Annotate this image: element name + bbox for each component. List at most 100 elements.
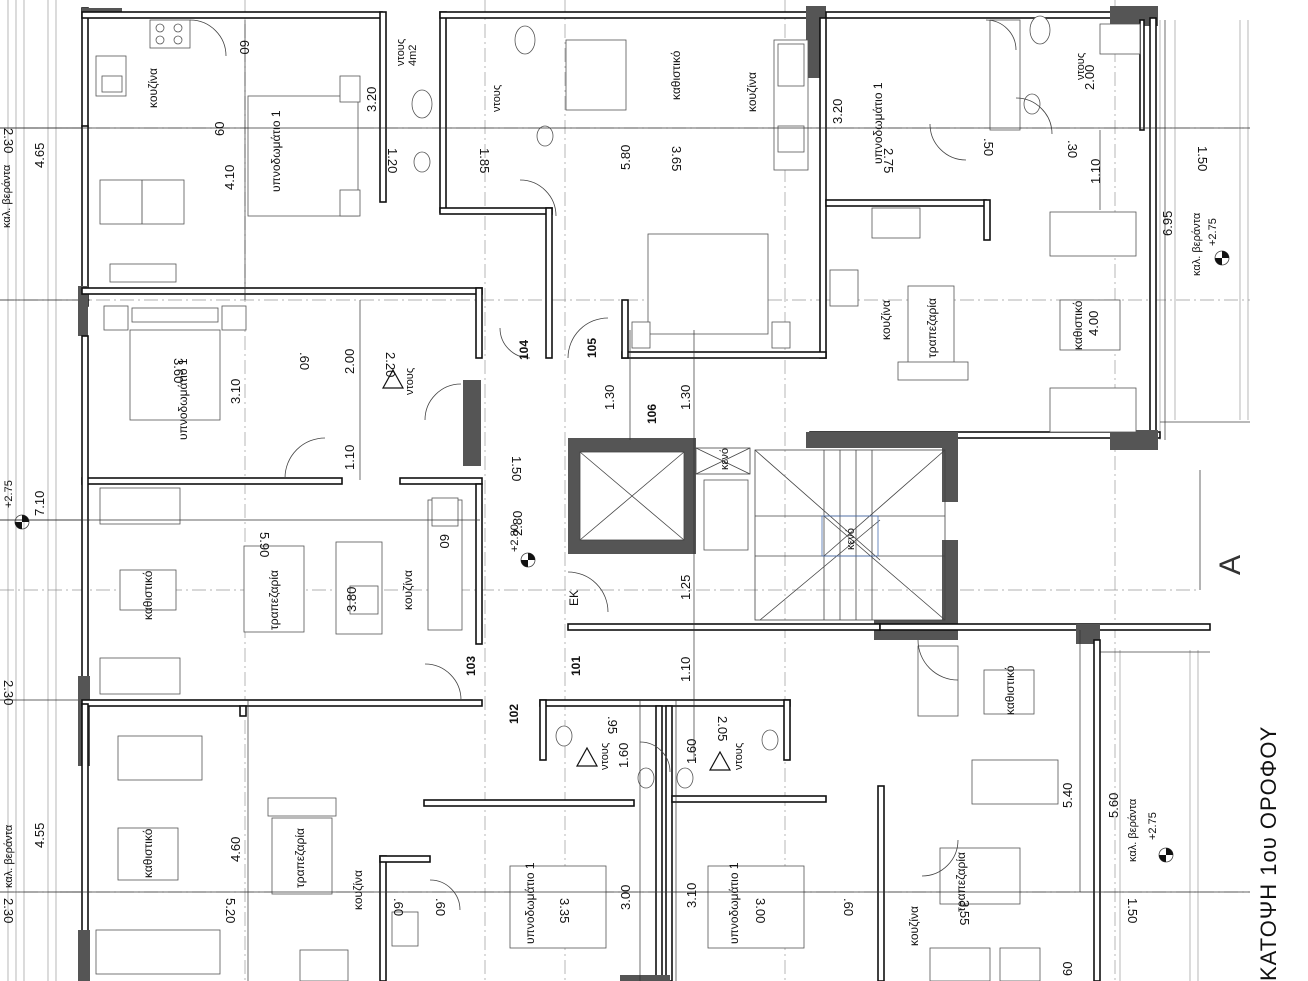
dimension-value: 1.50 xyxy=(1195,146,1210,171)
dimension-value: 3.00 xyxy=(618,885,633,910)
room-label-kitchen: κουζίνα xyxy=(745,72,759,112)
dimension-value: 2.30 xyxy=(1,680,16,705)
room-label-bedroom: υπνοδωμάτιο 1 xyxy=(871,82,885,164)
room-label-living: καθιστικό xyxy=(669,50,683,100)
dimension-value: 3.65 xyxy=(669,146,684,171)
dimension-value: 2.20 xyxy=(383,352,398,377)
door-number: 102 xyxy=(507,704,521,724)
veranda-label: καλ. βεράντα xyxy=(3,824,15,888)
dimension-value: 6.95 xyxy=(1160,211,1175,236)
dimension-value: 1.10 xyxy=(1088,159,1103,184)
room-label-shower: ντους xyxy=(733,743,745,770)
dimension-value: 2.00 xyxy=(342,349,357,374)
dimension-value: 60 xyxy=(237,40,252,54)
door-numbers: 101 102 103 104 105 106 ΕΚ xyxy=(464,338,659,724)
lift-shaft xyxy=(579,447,751,541)
room-label-dining: τραπεζαρία xyxy=(954,852,968,912)
dimension-value: 1.30 xyxy=(678,385,693,410)
room-label-shower: ντους xyxy=(599,743,611,770)
room-label-dining: τραπεζαρία xyxy=(267,570,281,630)
dimension-value: 2.75 xyxy=(881,148,896,173)
dimension-value: .60 xyxy=(297,352,312,370)
dimension-value: 1.50 xyxy=(1125,898,1140,923)
door-number: 106 xyxy=(645,404,659,424)
room-label-bedroom: υπνοδωμάτιο 1 xyxy=(176,358,190,440)
room-label-living: καθιστικό xyxy=(141,570,155,620)
level-value: +2.75 xyxy=(1147,812,1159,840)
room-label-bedroom: υπνοδωμάτιο 1 xyxy=(727,862,741,944)
dimension-value: 4.65 xyxy=(32,143,47,168)
door-number: 101 xyxy=(569,656,583,676)
dimension-value: 2.30 xyxy=(1,128,16,153)
dimension-value: 5.90 xyxy=(257,532,272,557)
dimension-value: 1.85 xyxy=(477,148,492,173)
staircase xyxy=(754,449,946,621)
room-label-shower: ντους xyxy=(1075,53,1087,80)
level-values: +2.75 +2.80 +2.75 +2.75 xyxy=(3,218,1219,840)
lift-label: ΕΚ xyxy=(567,590,581,606)
dimension-value: 3.60 xyxy=(171,358,186,383)
room-label-shower: ντους xyxy=(491,85,503,112)
drawing-title: ΚΑΤΟΨΗ 1ου ΟΡΟΦΟΥ xyxy=(1256,726,1281,981)
dimension-value: 1.10 xyxy=(678,657,693,682)
dimension-value: 3.20 xyxy=(830,99,845,124)
room-label-dining: τραπεζαρία xyxy=(925,298,939,358)
dimension-value: 2.00 xyxy=(1082,65,1097,90)
door-number: 105 xyxy=(585,338,599,358)
dimension-value: 3.20 xyxy=(364,87,379,112)
dimension-value: 3.10 xyxy=(684,883,699,908)
dimension-value: 2.30 xyxy=(1,898,16,923)
dimension-value: 4.60 xyxy=(228,837,243,862)
level-value: +2.80 xyxy=(509,524,521,552)
dimension-value: 1.60 xyxy=(684,739,699,764)
dimension-value: 5.20 xyxy=(223,898,238,923)
veranda-label: καλ. βεράντα xyxy=(1,164,13,228)
room-label-living: καθιστικό xyxy=(1071,300,1085,350)
walls xyxy=(78,6,1211,981)
dimension-value: 60 xyxy=(437,534,452,548)
dimension-value: 1.50 xyxy=(509,456,524,481)
dimension-value: 4.55 xyxy=(32,823,47,848)
room-label-bedroom: υπνοδωμάτιο 1 xyxy=(269,110,283,192)
veranda-label: καλ. βεράντα xyxy=(1191,212,1203,276)
room-label-kitchen: κουζίνα xyxy=(401,570,415,610)
dimension-value: .60 xyxy=(841,898,856,916)
dimension-value: 1.20 xyxy=(385,148,400,173)
dimension-value: 1.30 xyxy=(602,385,617,410)
dimension-value: 4.10 xyxy=(222,165,237,190)
room-label-kitchen: κουζίνα xyxy=(351,870,365,910)
dimension-value: .95 xyxy=(605,716,620,734)
veranda-label: καλ. βεράντα xyxy=(1127,798,1139,862)
furniture xyxy=(95,15,1141,981)
dimension-value: .50 xyxy=(981,138,996,156)
dimension-value: 3.35 xyxy=(557,898,572,923)
dimension-value: 1.25 xyxy=(678,575,693,600)
section-mark: A xyxy=(1214,555,1247,575)
veranda-right-top xyxy=(1159,20,1250,440)
room-label-shower: ντους xyxy=(404,368,416,395)
dimension-value: 60 xyxy=(1060,962,1075,976)
dimension-value: .60 xyxy=(391,898,406,916)
dimension-value: 5.40 xyxy=(1060,783,1075,808)
room-label-shower: ντους4m2 xyxy=(395,39,419,66)
dimension-value: 4.00 xyxy=(1086,311,1101,336)
room-label-kitchen: κουζίνα xyxy=(907,906,921,946)
room-labels: κουζίνα υπνοδωμάτιο 1 υπνοδωμάτιο 1 καθι… xyxy=(1,39,1203,946)
dimension-lines xyxy=(0,20,1250,981)
door-number: 104 xyxy=(517,340,531,360)
dimension-value: 5.60 xyxy=(1106,793,1121,818)
dimension-value: 1.10 xyxy=(342,445,357,470)
room-label-void: κενό xyxy=(719,448,731,470)
dimension-value: 1.60 xyxy=(616,743,631,768)
dimension-value: 3.80 xyxy=(344,587,359,612)
room-label-bedroom: υπνοδωμάτιο 1 xyxy=(523,862,537,944)
dimension-value: 5.80 xyxy=(618,145,633,170)
dimension-value: 3.10 xyxy=(228,379,243,404)
level-value: +2.75 xyxy=(3,480,15,508)
level-value: +2.75 xyxy=(1207,218,1219,246)
room-label-kitchen: κουζίνα xyxy=(879,300,893,340)
doors xyxy=(189,19,1053,911)
dimension-value: 3.55 xyxy=(957,900,972,925)
dimension-value: 2.05 xyxy=(715,716,730,741)
